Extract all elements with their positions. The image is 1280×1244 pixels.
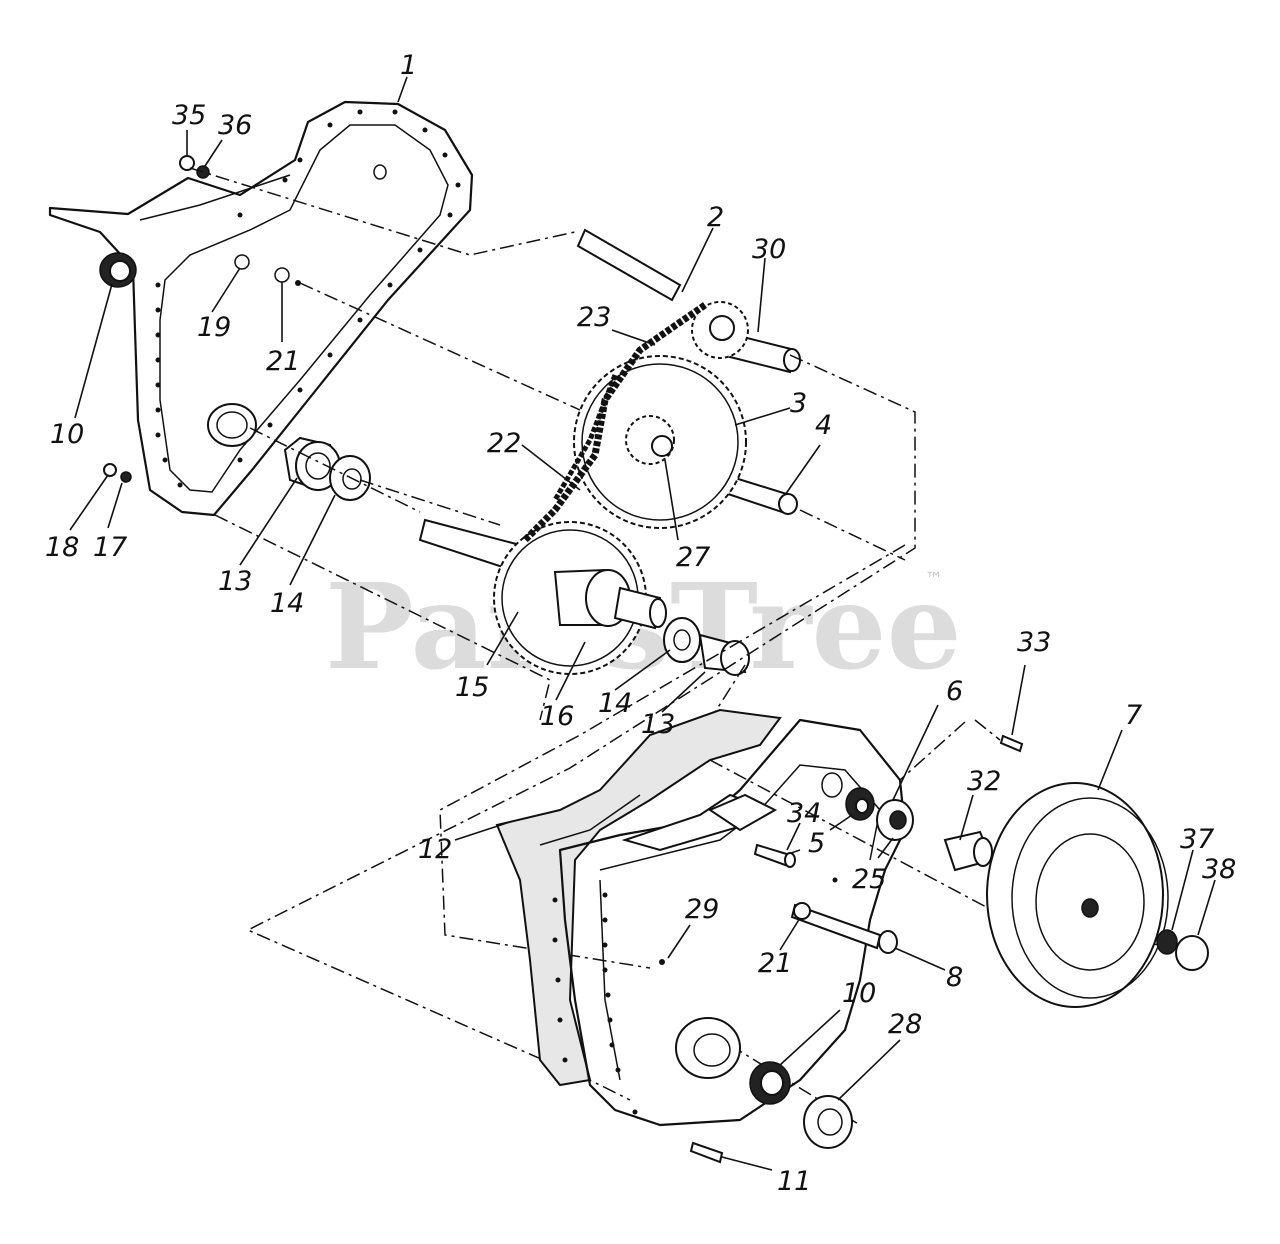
callout-22: 22 [487, 428, 521, 459]
callout-29: 29 [685, 894, 719, 925]
callout-37: 37 [1180, 824, 1214, 855]
callout-36: 36 [218, 110, 252, 141]
callout-1: 1 [400, 50, 417, 81]
sprocket-small-top [691, 301, 749, 359]
bearing-28 [803, 1095, 853, 1149]
callout-5: 5 [808, 828, 825, 859]
callout-33: 33 [1017, 627, 1051, 658]
seal-upper [99, 252, 137, 288]
hub-16 [553, 568, 667, 630]
callouts: 1 35 36 19 21 10 18 17 13 14 2 30 23 3 4… [45, 50, 1236, 1197]
gasket-12 [495, 708, 782, 1087]
callout-3: 3 [790, 388, 807, 419]
screws [659, 734, 1024, 1164]
washers-19-21 [234, 254, 301, 286]
nut-37-38 [1156, 929, 1209, 971]
lower-housing-half [552, 718, 907, 1127]
callout-2: 2 [707, 202, 724, 233]
bearing-upper [283, 436, 371, 501]
callout-11: 11 [777, 1166, 811, 1197]
callout-4: 4 [815, 410, 832, 441]
callout-30: 30 [752, 234, 786, 265]
callout-38: 38 [1202, 854, 1236, 885]
callout-21: 21 [266, 346, 300, 377]
callout-13: 13 [218, 566, 252, 597]
callout-19: 19 [197, 312, 231, 343]
callout-10: 10 [50, 419, 84, 450]
callout-7: 7 [1125, 700, 1142, 731]
shafts [418, 228, 801, 572]
callout-28: 28 [888, 1009, 922, 1040]
callout-14b: 14 [598, 688, 632, 719]
callout-32: 32 [967, 766, 1001, 797]
callout-13b: 13 [641, 709, 675, 740]
sprocket-large-3 [573, 355, 747, 529]
callout-10b: 10 [842, 978, 876, 1009]
leader-lines [69, 76, 1216, 1171]
callout-17: 17 [93, 532, 127, 563]
callout-23: 23 [577, 302, 611, 333]
upper-housing-half [48, 100, 474, 517]
callout-21b: 21 [758, 948, 792, 979]
callout-6: 6 [946, 676, 963, 707]
watermark-trademark: ™ [925, 569, 943, 590]
seal-lower [749, 1061, 791, 1105]
callout-35: 35 [172, 100, 206, 131]
callout-14: 14 [270, 588, 304, 619]
callout-8: 8 [946, 962, 963, 993]
callout-34: 34 [787, 798, 821, 829]
callout-15: 15 [455, 672, 489, 703]
nut-17-18 [103, 463, 132, 483]
callout-18: 18 [45, 532, 79, 563]
nut-35-36 [179, 155, 210, 179]
pulley-7 [986, 782, 1169, 1008]
bearing-assembly-6 [845, 787, 914, 841]
callout-16: 16 [540, 701, 574, 732]
callout-12: 12 [418, 834, 452, 865]
callout-27: 27 [676, 542, 710, 573]
callout-25: 25 [852, 864, 886, 895]
spacer-32 [943, 830, 994, 872]
